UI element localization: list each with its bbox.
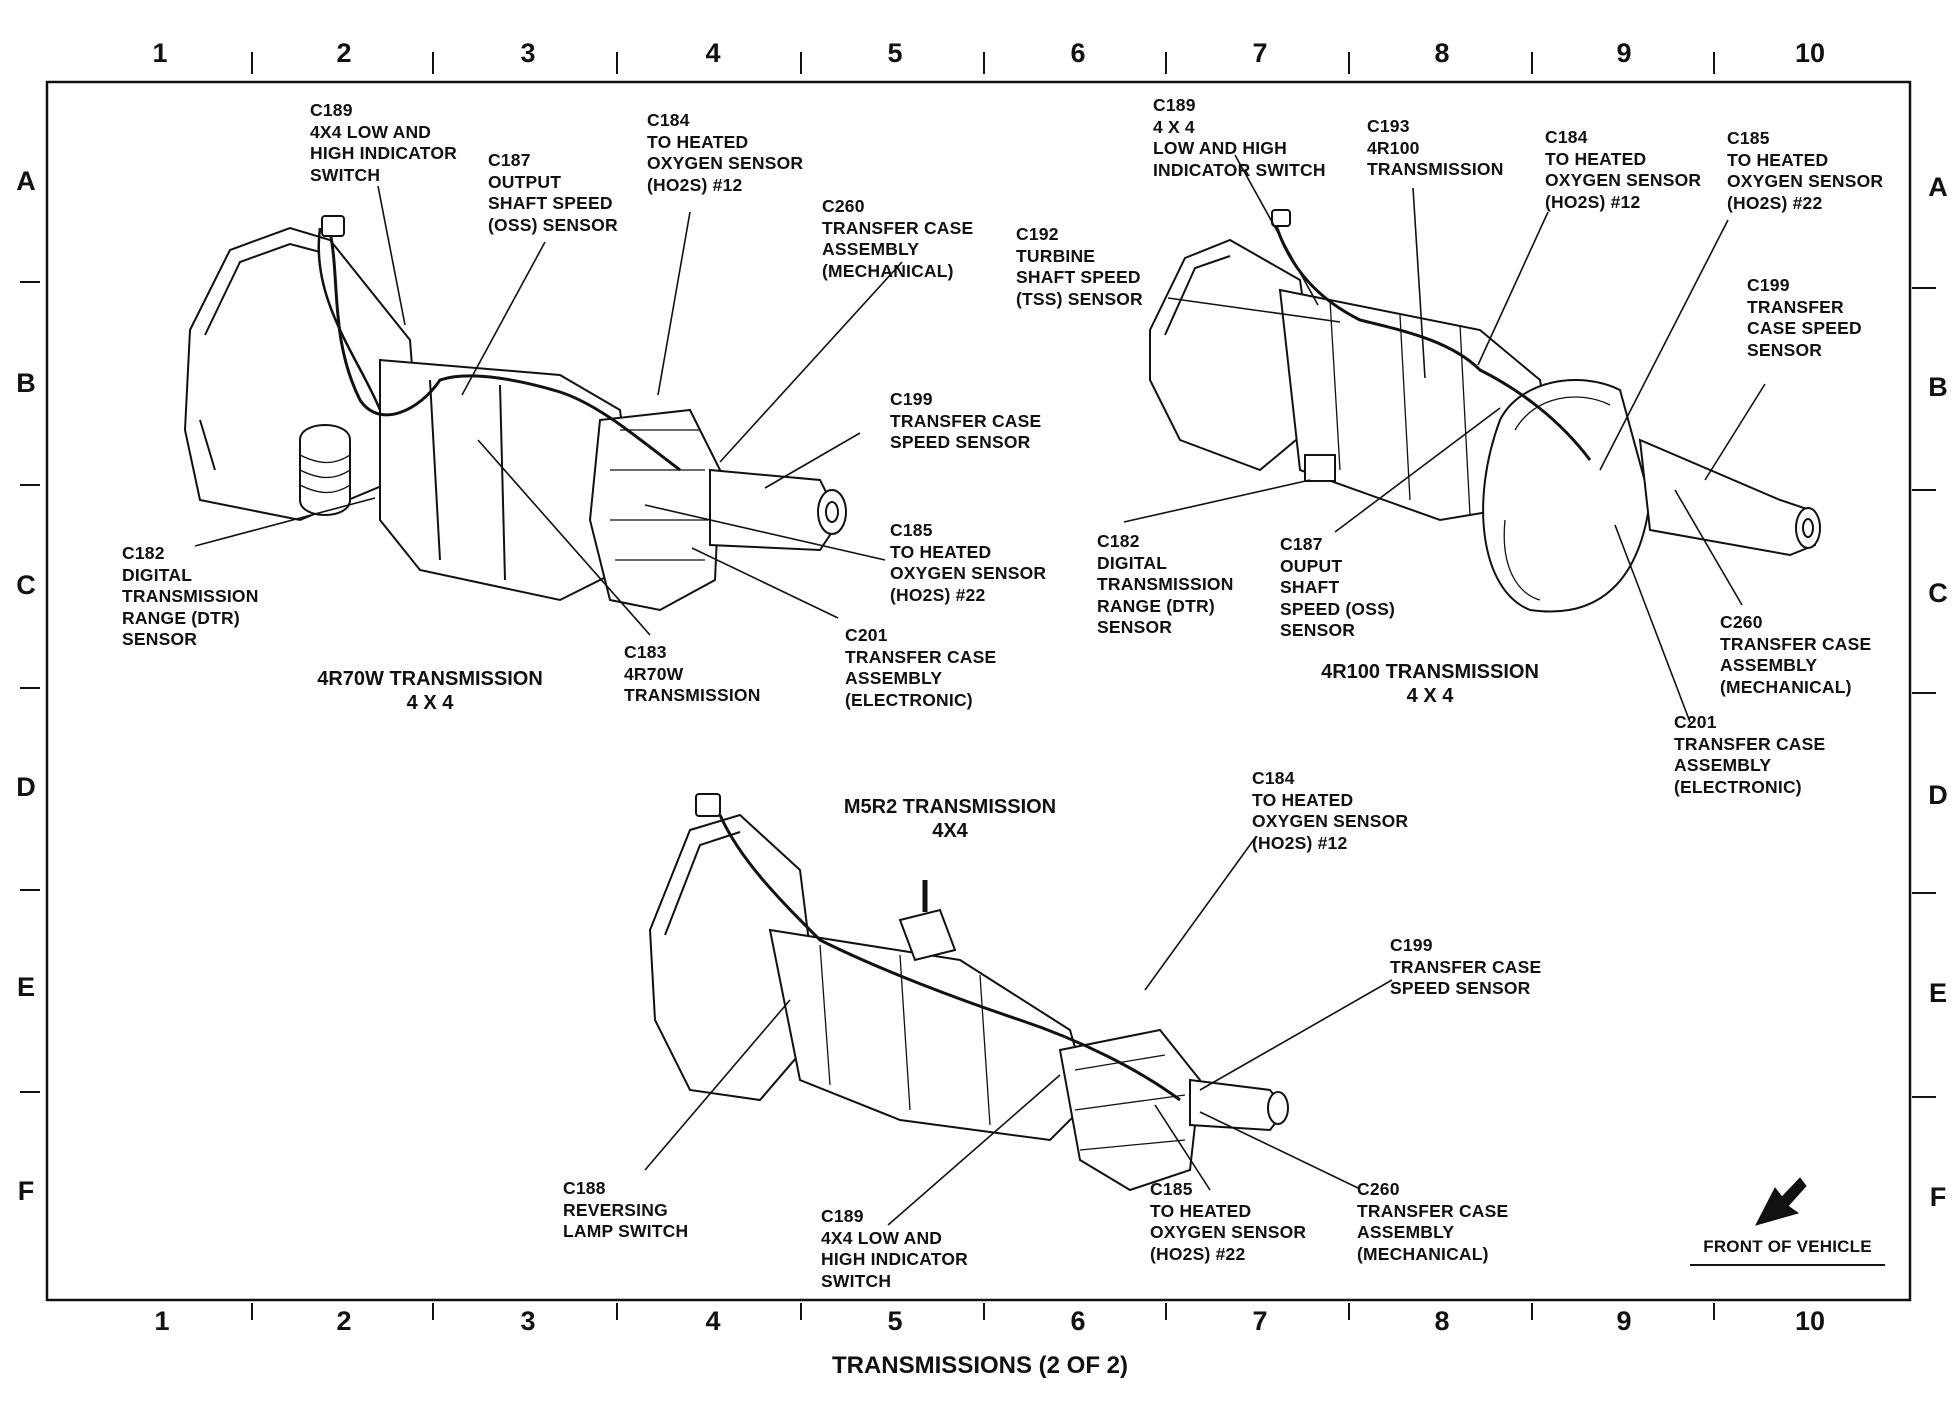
- grid-column-label: 4: [705, 38, 721, 68]
- grid-column-label: 8: [1434, 1306, 1450, 1336]
- grid-row-label: A: [16, 166, 36, 196]
- callout-c199-4r70w: C199 TRANSFER CASE SPEED SENSOR: [890, 389, 1042, 452]
- grid-column-label: 2: [336, 38, 352, 68]
- callout-c189-4r70w: C189 4X4 LOW AND HIGH INDICATOR SWITCH: [310, 100, 458, 185]
- grid-row-label: F: [17, 1176, 35, 1206]
- grid-column-label: 3: [520, 38, 536, 68]
- grid-row-label: D: [16, 772, 36, 802]
- callout-c184-m5r2: C184 TO HEATED OXYGEN SENSOR (HO2S) #12: [1252, 768, 1409, 853]
- grid-column-label: 4: [705, 1306, 721, 1336]
- grid-row-label: B: [16, 368, 36, 398]
- callout-c183-4r70w: C183 4R70W TRANSMISSION: [624, 642, 761, 705]
- grid-column-label: 5: [887, 1306, 903, 1336]
- callout-c187-4r100: C187 OUPUT SHAFT SPEED (OSS) SENSOR: [1280, 534, 1396, 640]
- grid-column-label: 1: [154, 1306, 170, 1336]
- grid-row-label: C: [16, 570, 36, 600]
- callout-c189-4r100: C189 4 X 4 LOW AND HIGH INDICATOR SWITCH: [1153, 95, 1326, 180]
- callout-c182-4r70w: C182 DIGITAL TRANSMISSION RANGE (DTR) SE…: [122, 543, 259, 649]
- callout-c185-4r70w: C185 TO HEATED OXYGEN SENSOR (HO2S) #22: [890, 520, 1047, 605]
- callout-c192-4r100: C192 TURBINE SHAFT SPEED (TSS) SENSOR: [1016, 224, 1143, 309]
- transmission-title-m5r2: M5R2 TRANSMISSION 4X4: [843, 796, 1057, 842]
- transmission-title-4r100: 4R100 TRANSMISSION 4 X 4: [1321, 661, 1539, 707]
- grid-column-label: 6: [1070, 1306, 1086, 1336]
- grid-row-label: F: [1929, 1182, 1947, 1212]
- callout-c201-4r70w: C201 TRANSFER CASE ASSEMBLY (ELECTRONIC): [845, 625, 997, 710]
- callout-c185-4r100: C185 TO HEATED OXYGEN SENSOR (HO2S) #22: [1727, 128, 1884, 213]
- grid-column-label: 9: [1616, 38, 1632, 68]
- grid-column-label: 9: [1616, 1306, 1632, 1336]
- transmission-title-4r70w: 4R70W TRANSMISSION 4 X 4: [317, 668, 543, 714]
- transmission-4r70w-illustration: [183, 185, 903, 636]
- transmission-m5r2-illustration: [644, 793, 1393, 1226]
- grid-row-label: E: [16, 972, 35, 1002]
- callout-c184-4r100: C184 TO HEATED OXYGEN SENSOR (HO2S) #12: [1545, 127, 1702, 212]
- grid-column-label: 1: [152, 38, 168, 68]
- grid-column-label: 10: [1794, 38, 1826, 68]
- callout-c184-4r70w: C184 TO HEATED OXYGEN SENSOR (HO2S) #12: [647, 110, 804, 195]
- callout-c182-4r100: C182 DIGITAL TRANSMISSION RANGE (DTR) SE…: [1097, 531, 1234, 637]
- grid-row-label: A: [1928, 172, 1948, 202]
- callout-c260-m5r2: C260 TRANSFER CASE ASSEMBLY (MECHANICAL): [1357, 1179, 1509, 1264]
- grid-column-label: 7: [1252, 38, 1268, 68]
- callout-c188-m5r2: C188 REVERSING LAMP SWITCH: [563, 1178, 689, 1241]
- grid-column-label: 2: [336, 1306, 352, 1336]
- callout-c260-4r100: C260 TRANSFER CASE ASSEMBLY (MECHANICAL): [1720, 612, 1872, 697]
- callout-c260-4r70w: C260 TRANSFER CASE ASSEMBLY (MECHANICAL): [822, 196, 974, 281]
- grid-row-label: B: [1928, 372, 1948, 402]
- grid-column-label: 5: [887, 38, 903, 68]
- grid-column-label: 10: [1794, 1306, 1826, 1336]
- grid-column-label: 8: [1434, 38, 1450, 68]
- diagram-frame: [45, 80, 1912, 1302]
- grid-row-label: D: [1928, 780, 1948, 810]
- callout-c199-m5r2: C199 TRANSFER CASE SPEED SENSOR: [1390, 935, 1542, 998]
- grid-column-label: 6: [1070, 38, 1086, 68]
- grid-row-label: C: [1928, 578, 1948, 608]
- callout-c201-4r100: C201 TRANSFER CASE ASSEMBLY (ELECTRONIC): [1674, 712, 1826, 797]
- grid-column-label: 3: [520, 1306, 536, 1336]
- callout-c189-m5r2: C189 4X4 LOW AND HIGH INDICATOR SWITCH: [821, 1206, 969, 1291]
- front-of-vehicle-arrow-icon: [1690, 1177, 1885, 1266]
- transmission-4r100-illustration: [1123, 154, 1821, 723]
- callout-c193-4r100: C193 4R100 TRANSMISSION: [1367, 116, 1504, 179]
- grid-column-label: 7: [1252, 1306, 1268, 1336]
- callout-c199-4r100: C199 TRANSFER CASE SPEED SENSOR: [1747, 275, 1862, 360]
- page-title: TRANSMISSIONS (2 OF 2): [831, 1352, 1129, 1379]
- callout-c185-m5r2: C185 TO HEATED OXYGEN SENSOR (HO2S) #22: [1150, 1179, 1307, 1264]
- grid-row-label: E: [1928, 978, 1947, 1008]
- callout-c187-4r70w: C187 OUTPUT SHAFT SPEED (OSS) SENSOR: [488, 150, 618, 235]
- front-of-vehicle-label: FRONT OF VEHICLE: [1703, 1237, 1872, 1256]
- grid-tick-marks: [20, 52, 1936, 1320]
